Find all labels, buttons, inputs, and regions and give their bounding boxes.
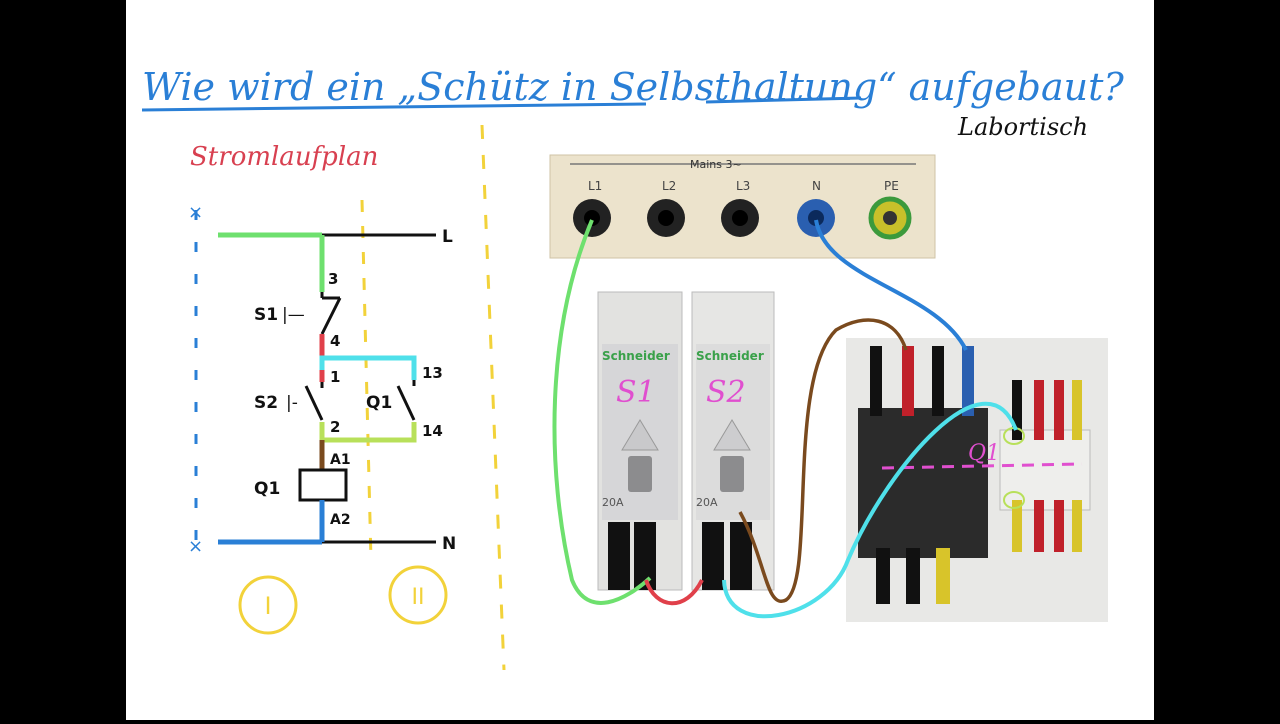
wire-branch-bottom <box>319 422 417 443</box>
path-2-circle <box>388 565 448 625</box>
switch-s1-brand: Schneider <box>602 349 670 363</box>
page-title: Wie wird ein „Schütz in Selbsthaltung“ a… <box>142 65 1124 109</box>
terminal-3: 3 <box>328 270 338 288</box>
slide-drawing: Wie wird ein „Schütz in Selbsthaltung“ a… <box>141 65 1124 671</box>
wire-s1-s2-red <box>644 579 704 606</box>
terminal-14: 14 <box>422 422 443 440</box>
rail-n-label: N <box>442 534 456 554</box>
wire-cyan <box>722 401 1018 619</box>
mains-label: Mains 3~ <box>690 158 742 171</box>
socket-label-l2: L2 <box>662 179 676 193</box>
title-underline-2 <box>705 96 862 104</box>
switch-s2-button <box>720 456 744 492</box>
slide-canvas: Wie wird ein „Schütz in Selbsthaltung“ a… <box>126 0 1154 720</box>
wire-n-blue <box>814 219 968 351</box>
contactor-label: Q1 <box>968 441 1000 466</box>
contactor-body <box>858 408 988 558</box>
path-divider <box>360 199 373 561</box>
switch-s1-rating: 20A <box>602 496 624 509</box>
rail-l-label: L <box>442 227 453 247</box>
terminal-1: 1 <box>330 368 340 386</box>
circuit-diagram: × × L N 3 S1 |— 4 1 S2 |- 2 Q1 13 <box>188 202 456 635</box>
coil-a2: A2 <box>330 512 351 528</box>
voltage-mark-top: × <box>188 202 203 223</box>
q1-contact-blade <box>396 385 416 421</box>
s2-actuator: |- <box>286 393 298 413</box>
path-2-label: II <box>412 585 425 610</box>
terminal-13: 13 <box>422 364 443 382</box>
lab-bench: Mains 3~ L1 L2 L3 N PE Schneider S1 20A … <box>549 154 1108 622</box>
socket-label-l3: L3 <box>736 179 750 193</box>
switch-s1-label: S1 <box>616 375 656 410</box>
socket-label-l1: L1 <box>588 179 602 193</box>
aux-contact-block <box>999 429 1091 511</box>
s1-contact-blade <box>320 297 342 335</box>
socket-label-pe: PE <box>884 179 899 193</box>
q1-contact-label: Q1 <box>366 393 392 413</box>
q1-coil-label: Q1 <box>254 479 280 499</box>
left-heading: Stromlaufplan <box>190 142 378 172</box>
right-heading: Labortisch <box>957 113 1088 141</box>
s2-contact-blade <box>304 385 324 421</box>
terminal-2: 2 <box>330 418 340 436</box>
switch-s2-brand: Schneider <box>696 349 764 363</box>
switch-s2-label: S2 <box>706 375 746 410</box>
coil-a1: A1 <box>330 452 351 468</box>
path-1-circle <box>238 575 298 635</box>
aux-14-marker <box>1003 491 1025 509</box>
terminal-4: 4 <box>330 332 340 350</box>
wire-branch-top <box>319 355 417 380</box>
wire-brown <box>738 318 908 603</box>
contactor-link-line <box>881 462 1083 470</box>
s1-label: S1 <box>254 305 278 325</box>
section-divider <box>480 124 506 671</box>
wire-l1-green <box>552 219 652 605</box>
socket-label-n: N <box>812 179 821 193</box>
switch-s2-rating: 20A <box>696 496 718 509</box>
switch-s1-button <box>628 456 652 492</box>
s1-actuator: |— <box>282 305 305 325</box>
s2-label: S2 <box>254 393 278 413</box>
title-underline-1 <box>141 102 647 112</box>
voltage-mark-bottom: × <box>188 536 203 557</box>
q1-coil <box>298 468 348 502</box>
path-1-label: I <box>264 592 271 620</box>
